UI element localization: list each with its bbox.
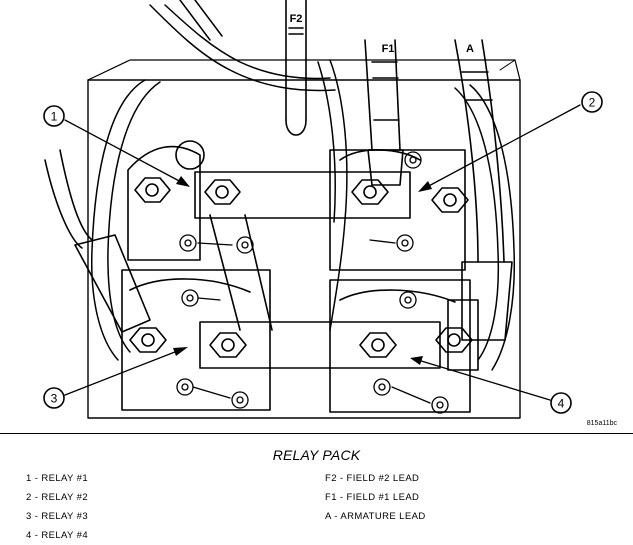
terminal-nut	[204, 179, 241, 205]
callout-4-number: 4	[558, 397, 565, 411]
background-cables	[90, 0, 516, 371]
relay-housing	[87, 59, 521, 419]
terminal-nut	[431, 187, 469, 213]
callout-1: 1	[43, 105, 65, 127]
callout-3-number: 3	[51, 392, 58, 406]
legend-item-armature-lead: A - ARMATURE LEAD	[325, 511, 426, 522]
relay-3-body	[121, 269, 271, 411]
legend-item-relay-4: 4 - RELAY #4	[26, 530, 89, 541]
bus-bars	[194, 171, 441, 369]
legend-item-field-2-lead: F2 - FIELD #2 LEAD	[325, 473, 420, 484]
left-lead-cable	[44, 149, 151, 333]
callout-4: 4	[550, 392, 572, 414]
f1-field-lead-cable: F1	[364, 39, 404, 186]
terminal-nuts	[129, 177, 473, 358]
f2-label: F2	[290, 13, 303, 25]
relay-pack-illustration: F2 F1 A	[43, 0, 603, 419]
a-label: A	[466, 43, 474, 55]
legend-item-relay-1: 1 - RELAY #1	[26, 473, 89, 484]
f1-label: F1	[382, 43, 395, 55]
terminal-nut	[129, 327, 167, 353]
figure-id-code: 815a11bc	[586, 420, 617, 427]
callout-2-number: 2	[589, 96, 596, 110]
callout-3: 3	[43, 387, 65, 409]
relay-1-body	[127, 140, 205, 261]
terminal-nut	[134, 177, 171, 203]
terminal-nut	[359, 332, 397, 358]
terminal-nut	[209, 332, 247, 358]
callout-1-number: 1	[51, 110, 58, 124]
f2-field-lead-cable: F2	[285, 0, 307, 136]
coil-terminals	[176, 151, 449, 414]
divider-line	[0, 433, 633, 434]
legend-item-relay-3: 3 - RELAY #3	[26, 511, 89, 522]
terminal-nut	[435, 327, 473, 353]
armature-lead-cable: A	[447, 39, 513, 371]
legend-item-field-1-lead: F1 - FIELD #1 LEAD	[325, 492, 420, 503]
terminal-nut	[351, 179, 389, 205]
relay-2-body	[329, 149, 466, 271]
legend-item-relay-2: 2 - RELAY #2	[26, 492, 89, 503]
callout-2: 2	[581, 91, 603, 113]
callout-leaders	[64, 104, 581, 401]
figure-caption: RELAY PACK	[272, 447, 361, 463]
